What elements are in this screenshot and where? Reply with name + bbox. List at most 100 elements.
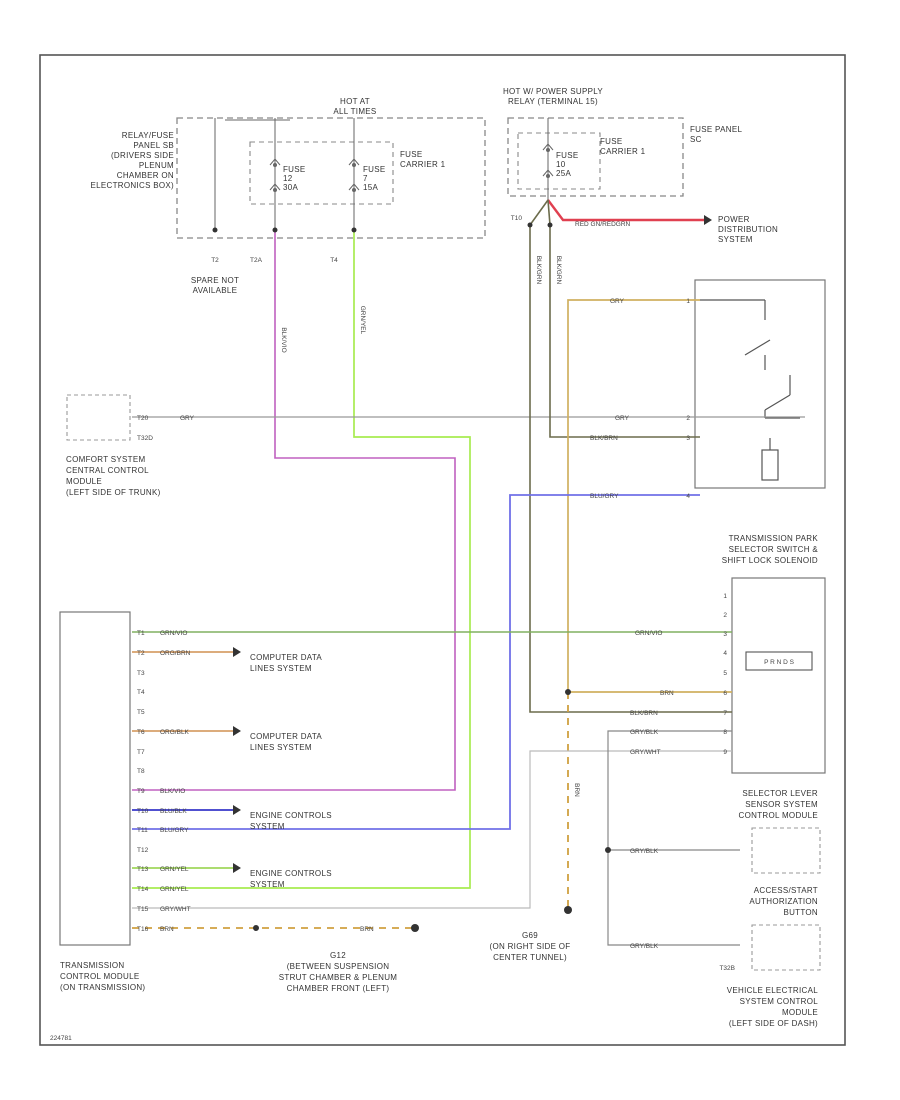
wire-label-gry-wht: GRY/WHT [160, 906, 191, 913]
access-start-label-line-2: BUTTON [783, 908, 818, 917]
engine-controls-1-label-line-0: ENGINE CONTROLS [250, 811, 332, 820]
spare-not-available-line-0: SPARE NOT [191, 276, 239, 285]
selector-pin-4: 4 [723, 650, 727, 657]
ground-g12-label-line-1: (BETWEEN SUSPENSION [287, 962, 390, 971]
fuse-panel-sc-label-line-0: FUSE PANEL [690, 125, 742, 134]
relay-fuse-panel-label-line-4: CHAMBER ON [117, 171, 174, 180]
selector-switch-label-line-0: TRANSMISSION PARK [729, 534, 819, 543]
relay-fuse-panel-box [176, 117, 486, 239]
fuse-dots [273, 148, 550, 192]
wire-label-grn-yel-1: GRN/YEL [160, 866, 189, 873]
pin-t4: T4 [330, 257, 338, 264]
fuse-carrier-box-1 [249, 141, 394, 205]
tcm-pin-t6: T6 [137, 729, 145, 736]
switch-pin-4: 4 [686, 493, 690, 500]
vec-module-box [751, 924, 821, 971]
computer-data-1-label-line-0: COMPUTER DATA [250, 653, 322, 662]
selector-pin-1: 1 [723, 593, 727, 600]
tcm-label-line-1: CONTROL MODULE [60, 972, 139, 981]
comfort-module-label-line-1: CENTRAL CONTROL [66, 466, 149, 475]
fuse-7-label-line-1: 7 [363, 174, 368, 183]
fuse-10-label-line-1: 10 [556, 160, 566, 169]
relay-fuse-panel-label-line-1: PANEL SB [133, 141, 174, 150]
comfort-module-label-line-0: COMFORT SYSTEM [66, 455, 146, 464]
relay-fuse-panel-label-line-3: PLENUM [139, 161, 174, 170]
wire-label-org-blk: ORG/BLK [160, 729, 190, 736]
wire-label-brn-rt: BRN [660, 690, 674, 697]
switch-component-box [694, 279, 826, 489]
wire-label-brn: BRN [160, 926, 174, 933]
wire-brown-switch [567, 299, 732, 693]
tcm-pin-t13: T13 [137, 866, 149, 873]
tcm-pin-t1: T1 [137, 630, 145, 637]
tcm-pin-t2: T2 [137, 650, 145, 657]
selector-lever-sensor-label-line-1: SENSOR SYSTEM [745, 800, 818, 809]
fuse-carrier-1-label-line-1: CARRIER 1 [400, 160, 446, 169]
comfort-module-box [66, 394, 131, 441]
tcm-label-line-2: (ON TRANSMISSION) [60, 983, 145, 992]
ground-g12-label-line-3: CHAMBER FRONT (LEFT) [287, 984, 390, 993]
tcm-pin-t10: T10 [137, 808, 149, 815]
vehicle-electrical-label-line-1: SYSTEM CONTROL [740, 997, 819, 1006]
hot-at-all-times-label-line-1: ALL TIMES [333, 107, 376, 116]
wire-label-brn-v: BRN [573, 783, 580, 797]
tcm-box [59, 611, 131, 946]
relay-fuse-panel-label-line-0: RELAY/FUSE [122, 131, 174, 140]
power-distribution-label-line-1: DISTRIBUTION [718, 225, 778, 234]
comfort-pin-t32d: T32D [137, 435, 153, 442]
access-start-label-line-1: AUTHORIZATION [749, 897, 818, 906]
engine-controls-1-label-line-1: SYSTEM [250, 822, 285, 831]
pin-t2a: T2A [250, 257, 263, 264]
ground-g12-label-line-2: STRUT CHAMBER & PLENUM [279, 973, 398, 982]
selector-lever-module-box [751, 827, 821, 874]
wire-label-grn-vio-l: GRN/VIO [160, 630, 187, 637]
spare-not-available-line-1: AVAILABLE [193, 286, 238, 295]
selector-pin-5: 5 [723, 670, 727, 677]
ground-g69-label-line-0: G69 [522, 931, 538, 940]
connector-arrows [233, 647, 241, 873]
tcm-pin-t3: T3 [137, 670, 145, 677]
wire-label-gry-blk-3: GRY/BLK [630, 943, 659, 950]
hot-power-supply-label-line-0: HOT W/ POWER SUPPLY [503, 87, 603, 96]
switch-contacts [700, 299, 800, 481]
power-arrow [704, 215, 712, 225]
selector-pin-2: 2 [723, 612, 727, 619]
fuse-12-label-line-0: FUSE [283, 165, 306, 174]
wire-label-gry-wht-r: GRY/WHT [630, 749, 661, 756]
tcm-pin-t14: T14 [137, 886, 149, 893]
comfort-pin-t20: T20 [137, 415, 149, 422]
vehicle-electrical-label-line-0: VEHICLE ELECTRICAL [727, 986, 818, 995]
wire-blue-gray [132, 494, 700, 830]
wire-blk-grn-2 [547, 199, 700, 438]
fuse-10-label-line-2: 25A [556, 169, 571, 178]
fuse-panel-sc-label-line-1: SC [690, 135, 702, 144]
selector-pin-8: 8 [723, 729, 727, 736]
wire-label-gry-comfort: GRY [180, 415, 195, 422]
tcm-pin-t8: T8 [137, 768, 145, 775]
selector-lever-sensor-label-line-0: SELECTOR LEVER [742, 789, 818, 798]
tcm-pin-t4: T4 [137, 689, 145, 696]
selector-pin-9: 9 [723, 749, 727, 756]
wire-label-brn-top: GRY [610, 298, 625, 305]
fuse-carrier-1-label-line-0: FUSE [400, 150, 423, 159]
selector-pin-7: 7 [723, 710, 727, 717]
pin-t2: T2 [211, 257, 219, 264]
vehicle-electrical-label-line-2: MODULE [782, 1008, 818, 1017]
selector-pin-3: 3 [723, 631, 727, 638]
hot-at-all-times-label-line-0: HOT AT [340, 97, 370, 106]
wire-green-yellow [132, 230, 471, 889]
engine-controls-2-label-line-0: ENGINE CONTROLS [250, 869, 332, 878]
wire-label-violet: BLK/VIO [280, 327, 287, 352]
wire-violet [132, 230, 456, 791]
vehicle-electrical-label-line-3: (LEFT SIDE OF DASH) [729, 1019, 818, 1028]
vec-pin-t32b: T32B [719, 965, 735, 972]
ground-g12-label-line-0: G12 [330, 951, 346, 960]
pin-t10: T10 [511, 215, 523, 222]
switch-pin-3: 3 [686, 435, 690, 442]
selector-pin-6: 6 [723, 690, 727, 697]
power-distribution-label-line-0: POWER [718, 215, 750, 224]
prnd-display [745, 651, 813, 671]
selector-switch-box [731, 577, 826, 774]
